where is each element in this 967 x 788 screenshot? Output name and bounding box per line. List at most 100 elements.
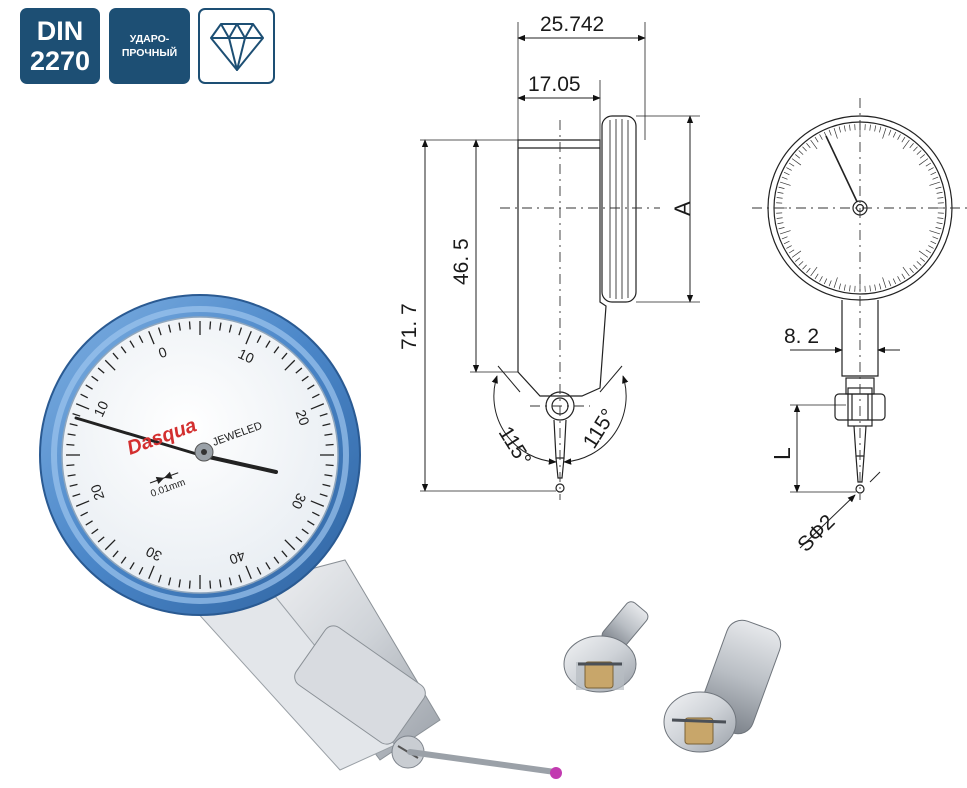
dial-tick [129,340,135,348]
shockproof-badge: УДАРО- ПРОЧНЫЙ [109,8,190,84]
dial-tick [916,261,922,266]
dial-tick [776,197,783,199]
dial-tick [916,150,922,155]
dial-tick [80,511,89,517]
dial-tick [882,128,887,139]
diamond-icon [209,23,264,71]
dial-tick [932,176,939,180]
dial-tick [791,250,802,258]
dial-tick [901,273,906,280]
dial-tick [307,384,315,390]
dial-tick [901,136,906,143]
dial-tick [843,125,846,132]
dial-tick [112,550,119,558]
dial-tick [310,403,325,410]
dial-face-ticks [66,321,334,589]
dial-tick [777,191,784,194]
dial-tick [819,276,823,282]
dim-overall-width: 25.742 [540,13,604,36]
dim-stem-width: 8. 2 [784,325,819,348]
dial-scale-number: 10 [90,398,111,419]
dial-tick [897,276,901,282]
dial-tick [786,245,792,249]
dial-tick [888,280,892,287]
dial-tick [188,580,191,589]
shockproof-line1: УДАРО- [129,33,170,45]
dial-tick [85,384,93,390]
front-view [752,98,967,549]
dial-tick [828,280,832,287]
dial-tick [780,230,791,235]
dial-tick [168,324,172,333]
dim-body-height: 46. 5 [450,238,473,285]
dial-tick [806,143,811,149]
dial-tick [209,580,212,589]
dial-tick [806,267,811,273]
dial-tick [874,284,877,291]
dial-tick [67,433,76,436]
dial-scale-number: 20 [87,482,107,502]
spare-contact-point-2 [663,619,782,753]
dial-tick [833,128,838,139]
dial-tick [148,330,155,345]
dial-tick [874,125,877,132]
dial-tick [778,186,785,189]
dial-tick [256,335,262,344]
dial-tick [795,257,801,262]
dim-probe-length: L [769,447,795,460]
dim-dial-height-a: A [670,201,695,216]
dial-tick [281,550,288,558]
dial-tick [178,322,181,331]
dial-tick [929,181,940,186]
dial-tick [120,556,127,564]
dial-tick [935,186,942,189]
dial-scale-number: 10 [236,345,257,366]
dial-tick [129,562,135,570]
dial-tick [219,322,222,331]
dial-tick [802,264,807,270]
dial-tick [932,236,939,240]
dial-tick [104,359,116,371]
dial-tick [902,266,910,277]
dial-tick [319,412,328,417]
front-needle [825,135,861,209]
dial-tick [75,500,90,507]
dial-tick [284,539,296,551]
dial-tick [238,574,243,583]
dial-tick [265,340,271,348]
dial-tick [324,474,333,477]
dial-tick [879,126,882,133]
dial-tick [913,264,918,270]
dial-tick [869,285,871,292]
dial-tick [120,346,127,354]
dial-tick [798,150,804,155]
dial-tick [849,285,851,292]
dial-tick [918,250,929,258]
dial-tick [273,556,280,564]
dial-tick [69,423,78,427]
dial-tick [322,483,331,487]
dial-tick [814,273,819,280]
dial-tick [72,493,81,498]
dial-tick [80,393,89,399]
dial-tick [284,359,296,371]
dial-tick [281,352,288,360]
dial-tick [104,539,116,551]
dial-tick [936,222,943,225]
dial-tick [322,423,331,427]
din-label: DIN [36,16,84,46]
dial-tick [310,500,325,507]
diamond-badge [198,8,275,84]
dial-tick [219,579,222,588]
dial-tick [307,520,315,526]
dial-tick [311,393,320,399]
dial-tick [777,222,784,225]
dial-tick [786,167,792,171]
dial-tick [929,230,940,235]
dial-tick [157,327,162,336]
dial-tick [157,574,162,583]
dial-tick [781,176,788,180]
spare-contact-point-1 [563,601,649,693]
